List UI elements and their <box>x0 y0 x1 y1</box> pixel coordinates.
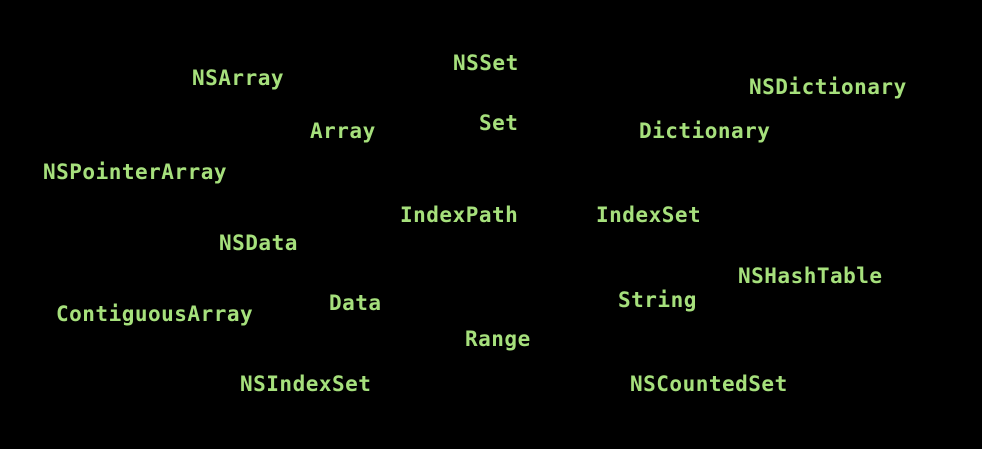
term-range: Range <box>465 327 531 351</box>
term-nsset: NSSet <box>453 51 519 75</box>
term-indexset: IndexSet <box>596 203 702 227</box>
term-data: Data <box>329 291 382 315</box>
term-set: Set <box>479 111 519 135</box>
term-string: String <box>618 288 697 312</box>
term-array: Array <box>310 119 376 143</box>
term-nsindexset: NSIndexSet <box>240 372 372 396</box>
term-nsdata: NSData <box>219 231 298 255</box>
term-dictionary: Dictionary <box>639 119 771 143</box>
term-indexpath: IndexPath <box>400 203 519 227</box>
term-nshashtable: NSHashTable <box>738 264 883 288</box>
term-contiguousarray: ContiguousArray <box>56 302 254 326</box>
term-nsarray: NSArray <box>192 66 285 90</box>
term-nspointerarray: NSPointerArray <box>43 160 228 184</box>
term-nsdictionary: NSDictionary <box>749 75 907 99</box>
term-nscountedset: NSCountedSet <box>630 372 788 396</box>
